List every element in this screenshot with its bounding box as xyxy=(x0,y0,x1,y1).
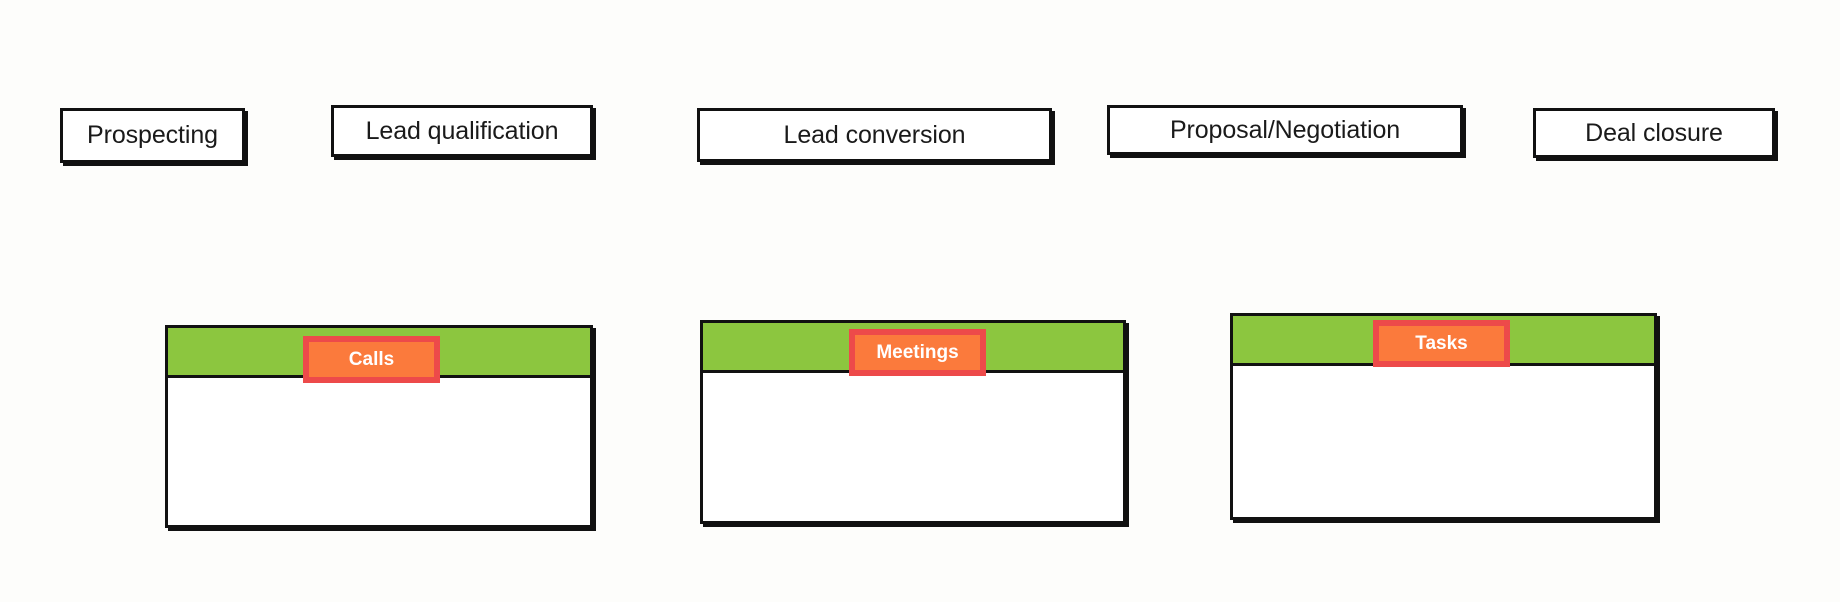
activity-badge[interactable]: Tasks xyxy=(1373,320,1510,367)
activity-badge[interactable]: Calls xyxy=(303,336,440,383)
pipeline-stage-label: Prospecting xyxy=(87,121,218,149)
pipeline-stage-label: Deal closure xyxy=(1585,118,1723,147)
activity-card-header: Calls xyxy=(168,328,590,383)
activity-card-header: Meetings xyxy=(703,323,1123,376)
pipeline-stage-box[interactable]: Deal closure xyxy=(1533,108,1775,158)
activity-card[interactable]: Calls xyxy=(165,325,593,528)
activity-badge-label: Calls xyxy=(348,349,395,370)
pipeline-stage-box[interactable]: Lead qualification xyxy=(331,105,593,157)
activity-badge-label: Meetings xyxy=(876,342,959,363)
pipeline-stage-label: Lead qualification xyxy=(365,116,559,145)
pipeline-stage-box[interactable]: Proposal/Negotiation xyxy=(1107,105,1463,155)
activity-card-header: Tasks xyxy=(1233,316,1654,367)
activity-card-body[interactable] xyxy=(703,373,1123,521)
activity-card[interactable]: Meetings xyxy=(700,320,1126,524)
pipeline-stage-label: Lead conversion xyxy=(783,120,966,149)
pipeline-stage-label: Proposal/Negotiation xyxy=(1169,115,1401,144)
activity-badge[interactable]: Meetings xyxy=(849,329,986,376)
activity-card-body[interactable] xyxy=(168,378,590,525)
pipeline-stage-box[interactable]: Prospecting xyxy=(60,108,245,163)
activity-badge-label: Tasks xyxy=(1415,333,1468,354)
activity-card[interactable]: Tasks xyxy=(1230,313,1657,520)
pipeline-stage-box[interactable]: Lead conversion xyxy=(697,108,1052,162)
activity-card-body[interactable] xyxy=(1233,366,1654,517)
